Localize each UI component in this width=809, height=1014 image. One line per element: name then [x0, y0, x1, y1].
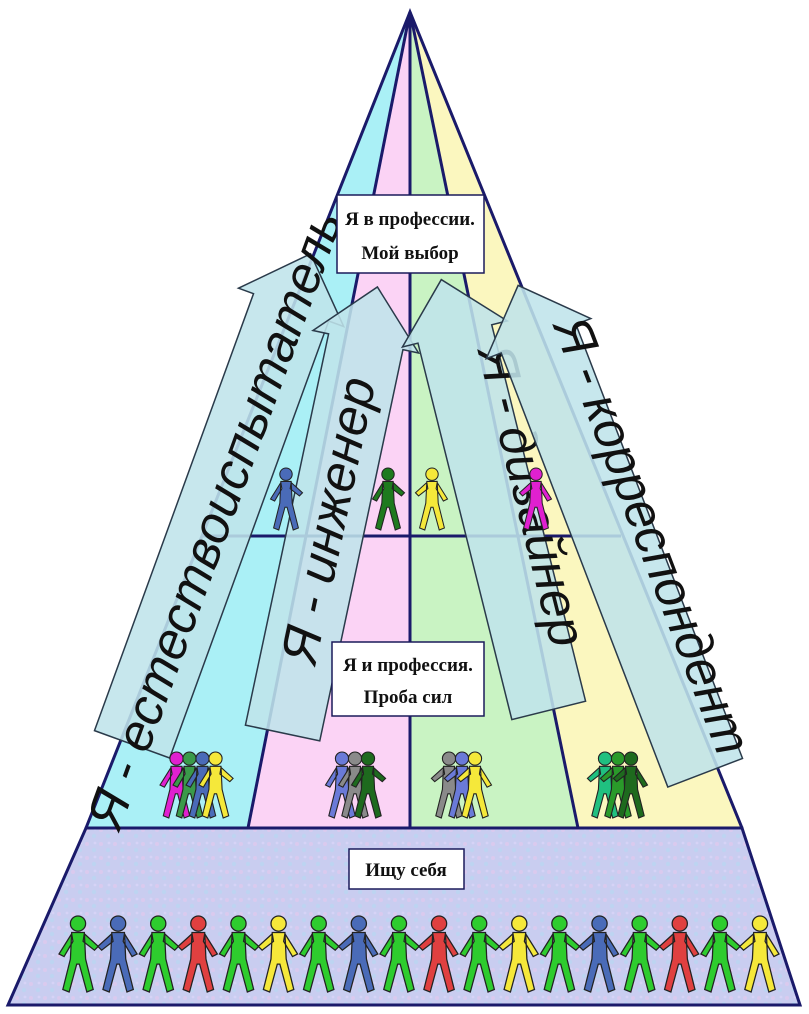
base-person-14	[578, 915, 620, 993]
top-level-line2: Мой выбор	[361, 243, 458, 264]
top-person-2	[371, 467, 406, 531]
base-person-17	[699, 915, 742, 993]
top-person-1	[269, 467, 304, 531]
base-person-6	[257, 915, 299, 993]
base-person-9	[379, 915, 421, 993]
base-person-2	[96, 915, 139, 993]
middle-level-line1: Я и профессия.	[343, 655, 473, 676]
base-level-label: Ищу себя	[348, 848, 465, 890]
top-person-4	[518, 467, 553, 531]
middle-group-4-person-3	[612, 751, 649, 819]
middle-group-3-person-3	[456, 751, 493, 819]
base-person-5	[218, 915, 260, 993]
people-figures	[58, 467, 780, 993]
top-person-3	[414, 467, 449, 531]
base-person-3	[138, 915, 180, 993]
top-level-label: Я в профессии. Мой выбор	[336, 194, 485, 274]
base-person-7	[298, 915, 340, 993]
middle-level-label: Я и профессия. Проба сил	[331, 641, 485, 717]
base-person-1	[58, 915, 100, 993]
middle-level-line2: Проба сил	[364, 687, 453, 708]
base-person-18	[738, 915, 780, 993]
middle-group-2-person-3	[350, 751, 387, 819]
base-person-11	[459, 915, 501, 993]
base-person-12	[498, 915, 540, 993]
middle-group-1-person-4	[198, 751, 234, 819]
base-person-15	[619, 915, 661, 993]
base-person-4	[177, 915, 219, 993]
base-person-8	[337, 915, 379, 993]
base-person-10	[417, 915, 459, 993]
base-level-text: Ищу себя	[365, 860, 446, 881]
top-level-line1: Я в профессии.	[345, 209, 475, 230]
base-person-16	[658, 915, 700, 993]
base-person-13	[539, 915, 581, 993]
